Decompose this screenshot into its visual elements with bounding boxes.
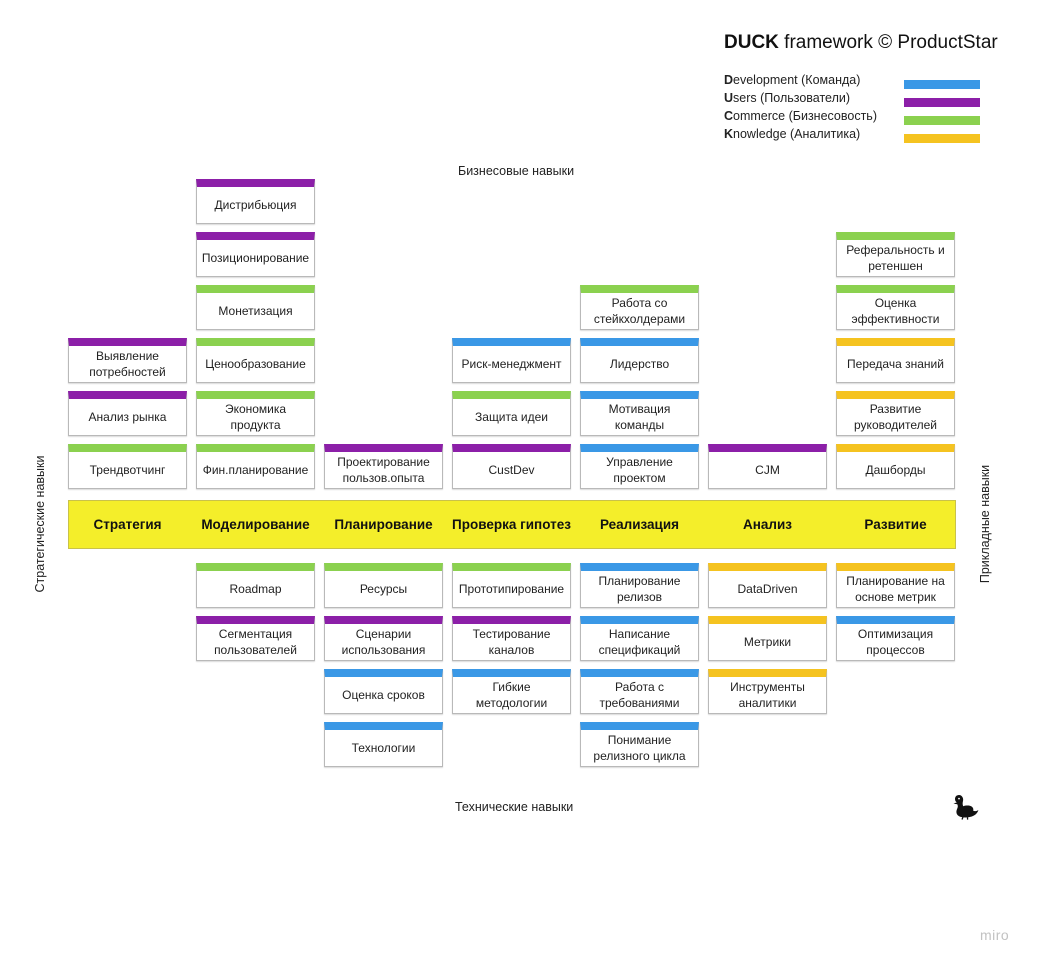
skill-card: Метрики — [708, 616, 827, 661]
skill-card: Сценарии использования — [324, 616, 443, 661]
stage-label: Планирование — [334, 517, 433, 532]
skill-card: Управление проектом — [580, 444, 699, 489]
stage-label: Развитие — [864, 517, 927, 532]
skill-card: Дашборды — [836, 444, 955, 489]
skill-card: Защита идеи — [452, 391, 571, 436]
skill-card: Анализ рынка — [68, 391, 187, 436]
skill-card: Ресурсы — [324, 563, 443, 608]
skill-card: Roadmap — [196, 563, 315, 608]
legend-item: Development (Команда) — [724, 73, 861, 87]
axis-label-right: Прикладные навыки — [978, 464, 992, 584]
legend-item: Knowledge (Аналитика) — [724, 127, 861, 141]
skill-card: Инструменты аналитики — [708, 669, 827, 714]
skill-card: DataDriven — [708, 563, 827, 608]
skill-card: Написание спецификаций — [580, 616, 699, 661]
stage-label: Реализация — [599, 517, 680, 532]
skill-card: Развитие руководителей — [836, 391, 955, 436]
stage-label: Стратегия — [93, 517, 162, 532]
skill-card: Передача знаний — [836, 338, 955, 383]
skill-card: Фин.планирование — [196, 444, 315, 489]
skill-card: Планирование релизов — [580, 563, 699, 608]
skill-card: Трендвотчинг — [68, 444, 187, 489]
skill-card: Тестирование каналов — [452, 616, 571, 661]
legend-swatch — [904, 80, 980, 89]
skill-card: Реферальность и ретеншен — [836, 232, 955, 277]
skill-card: Сегментация пользователей — [196, 616, 315, 661]
miro-watermark: miro — [980, 927, 1010, 943]
legend-swatch — [904, 116, 980, 125]
axis-label-top: Бизнесовые навыки — [458, 164, 575, 178]
framework-title: DUCK framework © ProductStar — [724, 32, 998, 53]
skill-card: Позиционирование — [196, 232, 315, 277]
skill-card: CustDev — [452, 444, 571, 489]
skill-card: Экономика продукта — [196, 391, 315, 436]
stage-band — [68, 500, 956, 549]
skill-card: Выявление потребностей — [68, 338, 187, 383]
skill-card: Технологии — [324, 722, 443, 767]
skill-card: Гибкие методологии — [452, 669, 571, 714]
legend-swatch — [904, 98, 980, 107]
skill-card: Оптимизация процессов — [836, 616, 955, 661]
duck-icon — [953, 795, 979, 820]
stage-label: Проверка гипотез — [452, 517, 571, 532]
axis-label-left: Стратегические навыки — [33, 455, 47, 593]
skill-card: Лидерство — [580, 338, 699, 383]
skill-card: Оценка эффективности — [836, 285, 955, 330]
stage-label: Моделирование — [201, 517, 310, 532]
skill-card: Работа со стейкхолдерами — [580, 285, 699, 330]
stage-label: Анализ — [743, 517, 792, 532]
legend-swatch — [904, 134, 980, 143]
skill-card: Риск-менеджмент — [452, 338, 571, 383]
skill-card: Ценообразование — [196, 338, 315, 383]
skill-card: CJM — [708, 444, 827, 489]
skill-card: Работа с требованиями — [580, 669, 699, 714]
skill-card: Понимание релизного цикла — [580, 722, 699, 767]
axis-label-bottom: Технические навыки — [455, 800, 574, 814]
skill-card: Оценка сроков — [324, 669, 443, 714]
skill-card: Дистрибьюция — [196, 179, 315, 224]
skill-card: Прототипирование — [452, 563, 571, 608]
skill-card: Планирование на основе метрик — [836, 563, 955, 608]
skill-card: Мотивация команды — [580, 391, 699, 436]
legend-item: Users (Пользователи) — [724, 91, 851, 105]
skill-card: Монетизация — [196, 285, 315, 330]
skill-card: Проектирование пользов.опыта — [324, 444, 443, 489]
legend-item: Commerce (Бизнесовость) — [724, 109, 877, 123]
